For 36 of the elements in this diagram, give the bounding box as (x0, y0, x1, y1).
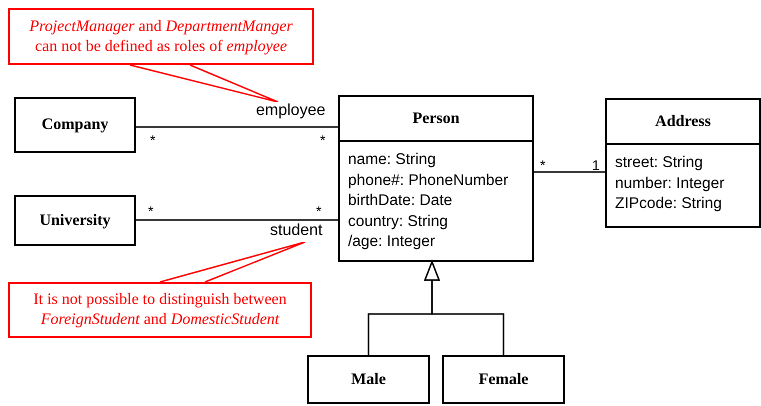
class-box (14, 97, 136, 153)
generalization-arrow (424, 261, 504, 355)
class-box (442, 355, 565, 404)
attribute-text: number: Integer (615, 174, 724, 194)
attribute-text: street: String (615, 153, 703, 173)
class-box (338, 95, 534, 262)
leader-line (130, 64, 279, 103)
class-box (14, 195, 136, 246)
association-line (136, 219, 338, 221)
note-text: ProjectManager and DepartmentManger can not be defined as roles of employee (28, 16, 294, 56)
class-name: Person (412, 110, 460, 128)
attribute-text: ZIPcode: String (615, 194, 722, 214)
multiplicity-label: * (540, 158, 546, 172)
note-box (8, 282, 312, 338)
association-line (534, 171, 605, 173)
class-name: Address (655, 112, 711, 130)
attribute-text: name: String (348, 150, 436, 170)
multiplicity-label: * (150, 133, 156, 147)
multiplicity-label: * (148, 204, 154, 218)
class-name: University (39, 212, 111, 230)
multiplicity-label: * (320, 133, 326, 147)
attribute-text: /age: Integer (348, 232, 436, 252)
class-box (307, 355, 430, 404)
class-name: Female (478, 370, 528, 388)
attribute-text: country: String (348, 212, 448, 232)
association-line (136, 126, 338, 128)
multiplicity-label: 1 (592, 158, 600, 172)
multiplicity-label: * (316, 204, 322, 218)
attribute-text: birthDate: Date (348, 191, 452, 211)
note-text: It is not possible to distinguish between ForeignStudent and DomesticStudent (32, 290, 288, 330)
leader-line (160, 241, 306, 283)
note-box (8, 8, 314, 65)
class-name: Company (42, 116, 108, 134)
attribute-text: phone#: PhoneNumber (348, 170, 508, 190)
class-box (605, 98, 761, 228)
class-name: Male (351, 370, 386, 388)
